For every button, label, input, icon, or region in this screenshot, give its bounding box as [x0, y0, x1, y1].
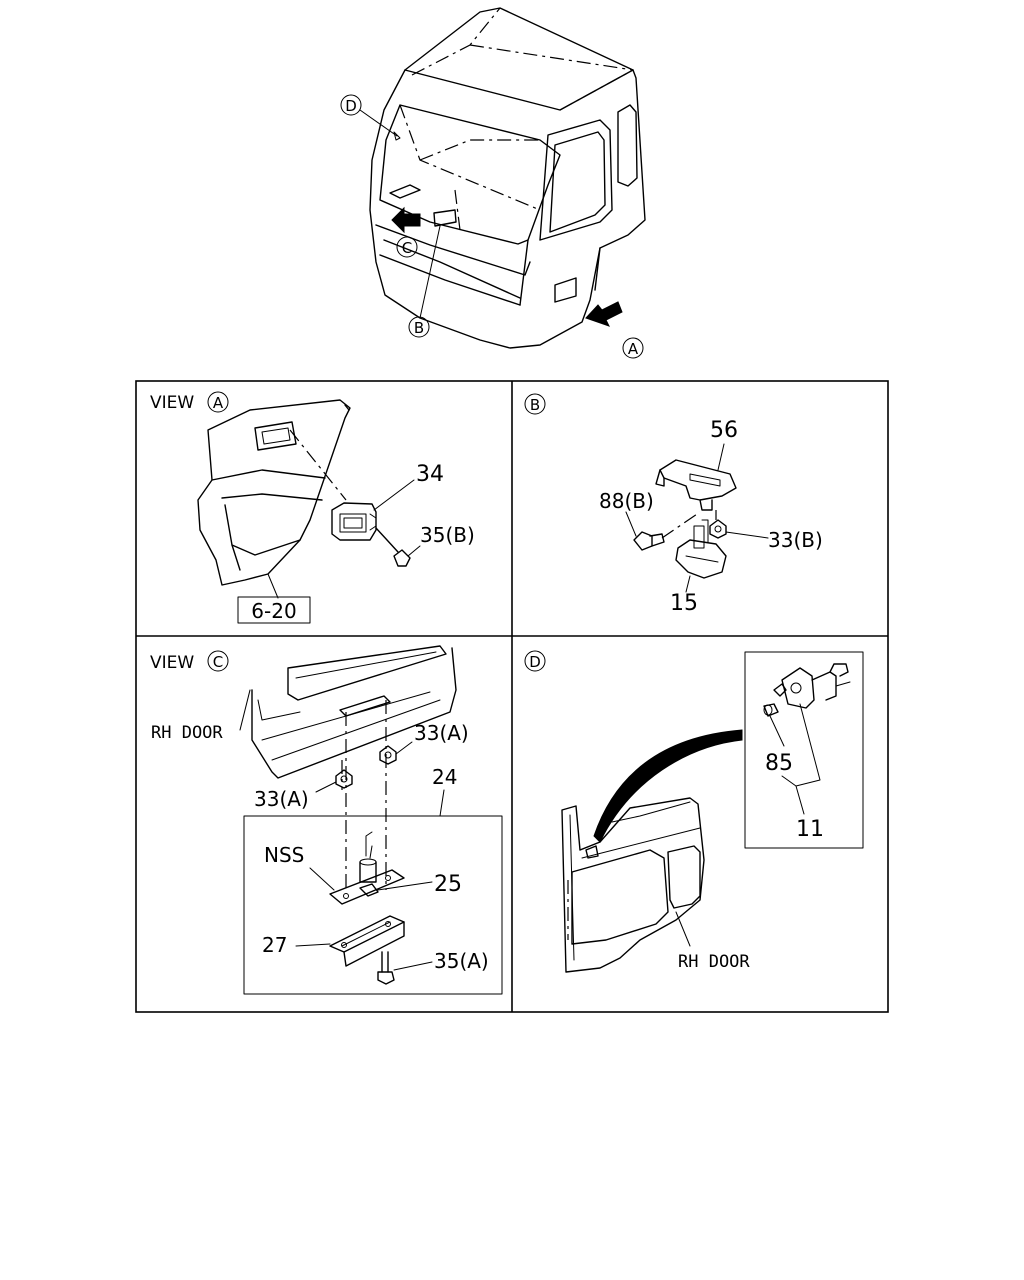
- label-34: 34: [416, 462, 444, 487]
- detail-indicator-arc: [593, 729, 743, 843]
- part-85-pin: [763, 703, 779, 717]
- panel-view-c: VIEW C RH DOOR 33(A): [150, 645, 503, 995]
- callout-b: B: [408, 316, 430, 338]
- panel-view-b: B 56 88(B) 33(B): [524, 393, 823, 616]
- part-56-bracket: [655, 459, 737, 511]
- view-c-letter: C: [213, 653, 223, 671]
- callout-a: A: [622, 337, 644, 359]
- part-15-lamp: [675, 519, 727, 579]
- label-27: 27: [262, 933, 287, 957]
- label-35a: 35(A): [434, 949, 489, 973]
- view-d-letter: D: [529, 653, 541, 671]
- view-a-title: VIEW: [150, 393, 194, 413]
- view-c-title: VIEW: [150, 653, 194, 673]
- label-15: 15: [670, 591, 698, 616]
- label-25: 25: [434, 872, 462, 897]
- callout-c: C: [396, 236, 418, 258]
- rh-door-outline: [561, 797, 705, 973]
- label-ref-6-20: 6-20: [251, 599, 296, 623]
- callout-b-label: B: [414, 319, 424, 337]
- label-35b: 35(B): [420, 523, 475, 547]
- view-b-letter: B: [530, 396, 540, 414]
- callout-c-label: C: [402, 239, 412, 257]
- part-25-plate: [329, 831, 405, 905]
- part-35a-screw: [377, 951, 395, 985]
- callout-a-label: A: [628, 340, 639, 358]
- label-88b: 88(B): [599, 489, 654, 513]
- part-27-lens: [329, 915, 405, 967]
- label-56: 56: [710, 418, 738, 443]
- label-rh-door-d: RH DOOR: [678, 952, 750, 972]
- part-88b-bolt: [633, 531, 665, 551]
- label-85: 85: [765, 751, 793, 776]
- assembly-box-24: [243, 815, 503, 995]
- part-35b-screw: [375, 527, 411, 567]
- label-11: 11: [796, 817, 824, 842]
- label-nss: NSS: [264, 843, 304, 867]
- label-33a-right: 33(A): [414, 721, 469, 745]
- detail-box: [744, 651, 864, 849]
- label-33b: 33(B): [768, 528, 823, 552]
- callout-d: D: [340, 94, 362, 116]
- part-34-lamp: [331, 502, 377, 541]
- panel-view-d: D 85 11: [524, 650, 864, 973]
- door-switch-assembly: [773, 663, 851, 709]
- cab-overview: [359, 7, 646, 349]
- label-24: 24: [432, 765, 457, 789]
- door-edge: [251, 645, 457, 779]
- part-33a-nut-left: [335, 769, 353, 789]
- callout-d-label: D: [345, 97, 357, 115]
- label-rh-door-c: RH DOOR: [151, 723, 223, 743]
- part-33a-nut-right: [379, 745, 397, 765]
- part-33b-nut: [709, 519, 727, 539]
- panel-view-a: VIEW A 34 35(B) 6-20: [150, 391, 475, 624]
- label-33a-left: 33(A): [254, 787, 309, 811]
- panel-grid: [135, 380, 889, 1013]
- view-a-letter: A: [213, 394, 224, 412]
